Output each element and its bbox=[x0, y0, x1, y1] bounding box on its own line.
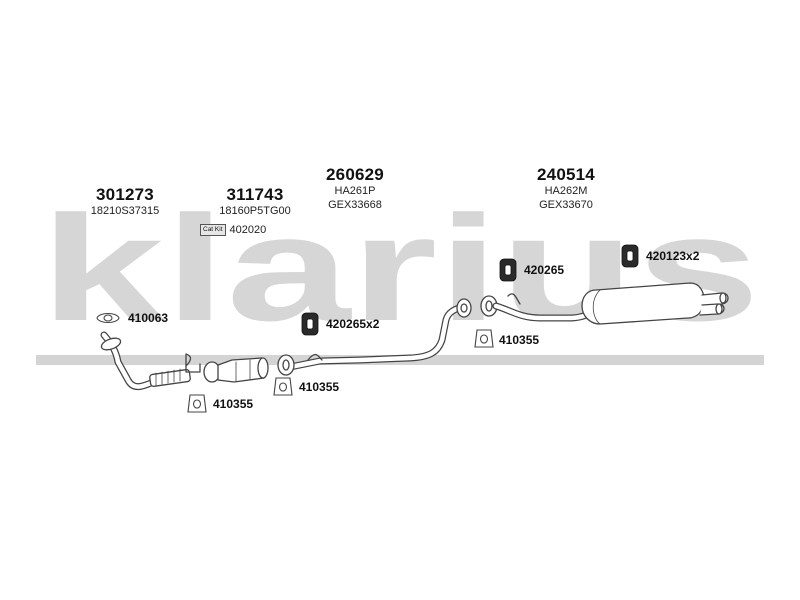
callout-410355-b[interactable]: 410355 bbox=[299, 380, 340, 394]
oem-reference: 18160P5TG00 bbox=[219, 205, 291, 217]
oem-reference: HA262M bbox=[544, 185, 588, 197]
gasket-icon bbox=[96, 312, 120, 324]
part-group-301273: 301273 18210S37315 bbox=[70, 185, 180, 217]
callout-410355-c[interactable]: 410355 bbox=[499, 333, 540, 347]
part-number[interactable]: 260629 bbox=[326, 165, 384, 184]
rubber-mount-icon bbox=[499, 258, 517, 282]
gasket-icon bbox=[187, 394, 207, 413]
part-number[interactable]: 301273 bbox=[96, 185, 154, 204]
callout-420265[interactable]: 420265 bbox=[524, 263, 565, 277]
part-group-311743: 311743 18160P5TG00 bbox=[200, 185, 310, 217]
oem-reference: 18210S37315 bbox=[90, 205, 160, 217]
cat-kit-badge: Cat Kit bbox=[200, 224, 226, 236]
oem-reference: GEX33668 bbox=[328, 199, 382, 211]
intermediate-pipe bbox=[277, 298, 472, 376]
oem-reference: HA261P bbox=[334, 185, 376, 197]
callout-410063[interactable]: 410063 bbox=[128, 311, 169, 325]
watermark-logo: klarius bbox=[40, 184, 760, 352]
rubber-mount-icon bbox=[301, 312, 319, 336]
oem-reference: GEX33670 bbox=[539, 199, 593, 211]
cat-kit-row: Cat Kit 402020 bbox=[200, 224, 266, 236]
rear-silencer bbox=[480, 282, 729, 325]
front-pipe bbox=[100, 331, 201, 391]
gasket-icon bbox=[474, 329, 494, 348]
rubber-mount-icon bbox=[621, 244, 639, 268]
part-number[interactable]: 240514 bbox=[537, 165, 595, 184]
part-group-260629: 260629 HA261P GEX33668 bbox=[300, 165, 410, 211]
callout-420265x2[interactable]: 420265x2 bbox=[326, 317, 380, 331]
part-group-240514: 240514 HA262M GEX33670 bbox=[511, 165, 621, 211]
callout-410355-a[interactable]: 410355 bbox=[213, 397, 254, 411]
cat-kit-number[interactable]: 402020 bbox=[229, 224, 267, 236]
gasket-icon bbox=[273, 377, 293, 396]
catalytic-converter bbox=[203, 357, 269, 383]
part-number[interactable]: 311743 bbox=[226, 185, 284, 204]
callout-420123x2[interactable]: 420123x2 bbox=[646, 249, 700, 263]
